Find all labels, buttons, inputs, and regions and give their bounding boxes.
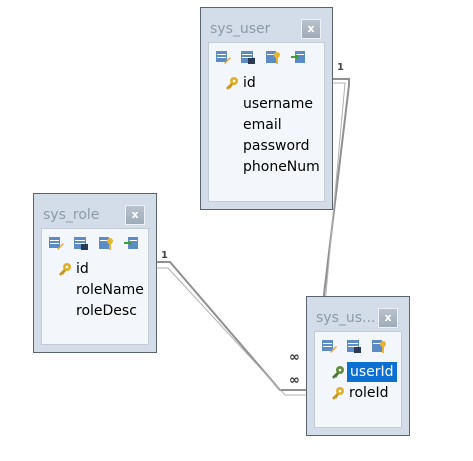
field-name: phoneNum xyxy=(243,159,320,175)
field-name: email xyxy=(243,117,282,133)
close-icon[interactable]: x xyxy=(125,205,145,225)
foreign-key-icon xyxy=(331,365,345,379)
relation-many-label: ∞ xyxy=(289,373,300,388)
field-name: id xyxy=(243,75,256,91)
key-index-icon[interactable] xyxy=(265,49,281,65)
relation-many-label: ∞ xyxy=(289,350,300,365)
table-view-icon[interactable] xyxy=(73,235,89,251)
primary-key-icon xyxy=(58,262,72,276)
table-sys-user[interactable]: sys_user x id username email password ph… xyxy=(200,7,333,210)
relation-line-role[interactable] xyxy=(157,261,306,391)
table-body: id username email password phoneNum xyxy=(208,42,325,202)
close-icon[interactable]: x xyxy=(378,308,398,328)
add-column-icon[interactable] xyxy=(290,49,306,65)
table-title: sys_role xyxy=(43,207,100,223)
key-index-icon[interactable] xyxy=(98,235,114,251)
key-index-icon[interactable] xyxy=(371,338,387,354)
edit-table-icon[interactable] xyxy=(321,338,337,354)
table-body: userId roleId xyxy=(314,331,402,428)
edit-table-icon[interactable] xyxy=(48,235,64,251)
field-name: roleName xyxy=(76,282,144,298)
table-title: sys_user xyxy=(210,21,271,37)
relation-one-label: 1 xyxy=(337,62,344,73)
add-column-icon[interactable] xyxy=(123,235,139,251)
table-view-icon[interactable] xyxy=(346,338,362,354)
table-sys-user-role[interactable]: sys_us... x userId roleId xyxy=(306,296,410,436)
field-name: roleId xyxy=(349,385,389,401)
table-view-icon[interactable] xyxy=(240,49,256,65)
primary-key-icon xyxy=(331,386,345,400)
primary-key-icon xyxy=(225,76,239,90)
field-name: id xyxy=(76,261,89,277)
relation-one-label: 1 xyxy=(161,250,168,261)
close-icon[interactable]: x xyxy=(301,19,321,39)
field-name: password xyxy=(243,138,310,154)
table-title: sys_us... xyxy=(316,310,376,326)
field-name: userId xyxy=(347,362,397,382)
edit-table-icon[interactable] xyxy=(215,49,231,65)
table-body: id roleName roleDesc xyxy=(41,228,149,345)
field-name: username xyxy=(243,96,313,112)
table-sys-role[interactable]: sys_role x id roleName roleDesc xyxy=(33,193,157,353)
field-name: roleDesc xyxy=(76,303,137,319)
